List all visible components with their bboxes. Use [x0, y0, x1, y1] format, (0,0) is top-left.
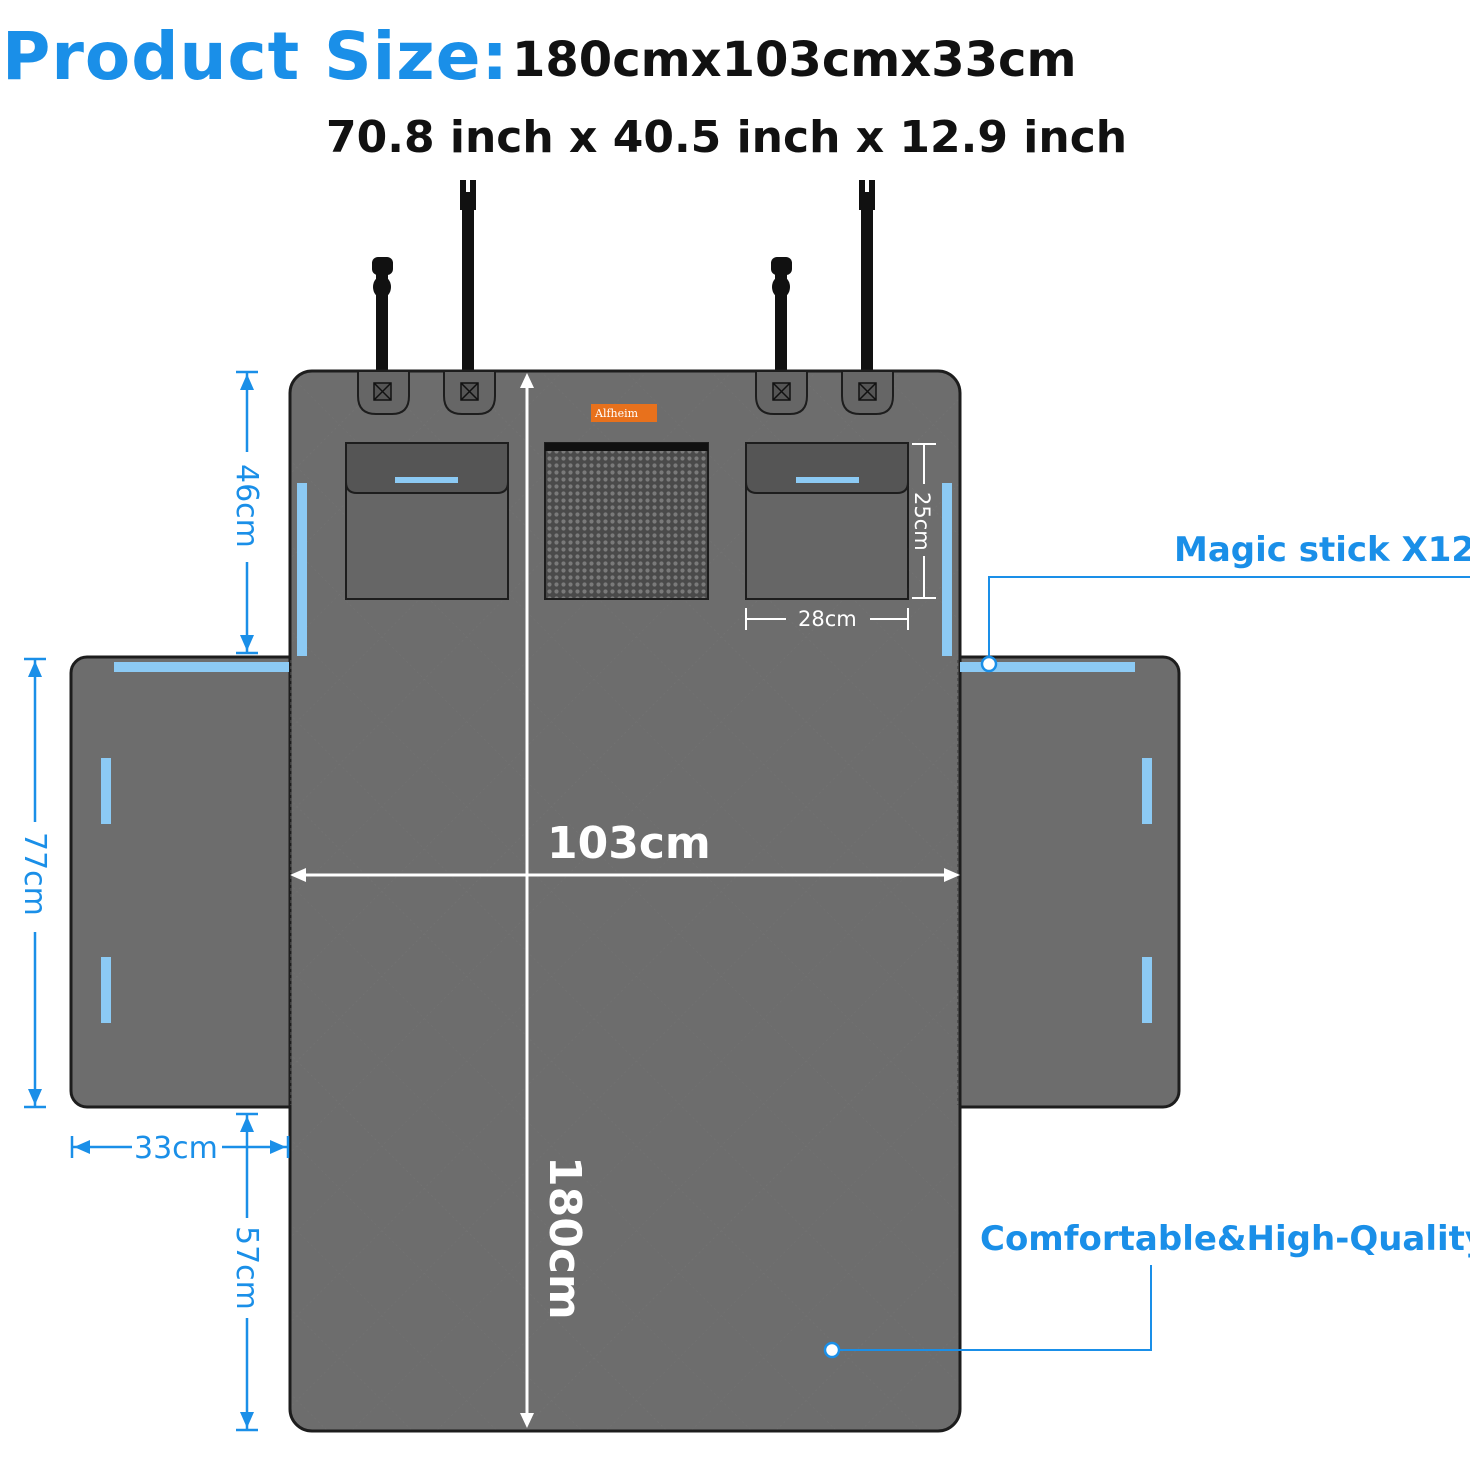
title-metric-size: 180cmx103cmx33cm [512, 32, 1077, 88]
side-flap-height-dimension: 77cm [17, 832, 52, 916]
right-pocket [745, 442, 909, 600]
pocket-width-label: 28cm [798, 607, 857, 631]
pocket-dimension-lines [745, 443, 936, 630]
right-side-flap [937, 655, 1181, 1109]
pocket-height-label: 25cm [910, 492, 934, 551]
quality-callout: Comfortable&High-Quality [823, 1219, 1470, 1359]
top-flap-dimension: 46cm [229, 464, 264, 548]
title-label: Product Size: [2, 18, 509, 95]
mesh-pocket [544, 442, 709, 600]
strap-left-outer [372, 257, 393, 386]
quality-label: Comfortable&High-Quality [980, 1219, 1470, 1259]
strap-right-outer [859, 180, 875, 386]
strap-anchor-tabs [357, 372, 894, 415]
magic-stick-label: Magic stick X12 [1174, 530, 1470, 570]
velcro-strips [101, 483, 1152, 1023]
left-side-flap [69, 655, 313, 1109]
center-measure-arrowheads [290, 373, 960, 1428]
outer-dimension-arrowheads [28, 374, 286, 1428]
strap-left-inner [460, 180, 476, 386]
title-imperial-size: 70.8 inch x 40.5 inch x 12.9 inch [326, 112, 1128, 163]
left-pocket [345, 442, 509, 600]
magic-stick-callout: Magic stick X12 [980, 530, 1470, 673]
side-flap-width-dimension: 33cm [134, 1131, 218, 1166]
strap-right-inner [771, 257, 792, 386]
brand-tag: Alfheim [591, 404, 657, 422]
center-measure-lines [298, 382, 952, 1422]
width-label: 103cm [547, 818, 711, 869]
bottom-section-dimension: 57cm [229, 1226, 264, 1310]
main-mat [288, 369, 962, 1433]
brand-label: Alfheim [594, 407, 639, 420]
length-label: 180cm [539, 1156, 590, 1320]
